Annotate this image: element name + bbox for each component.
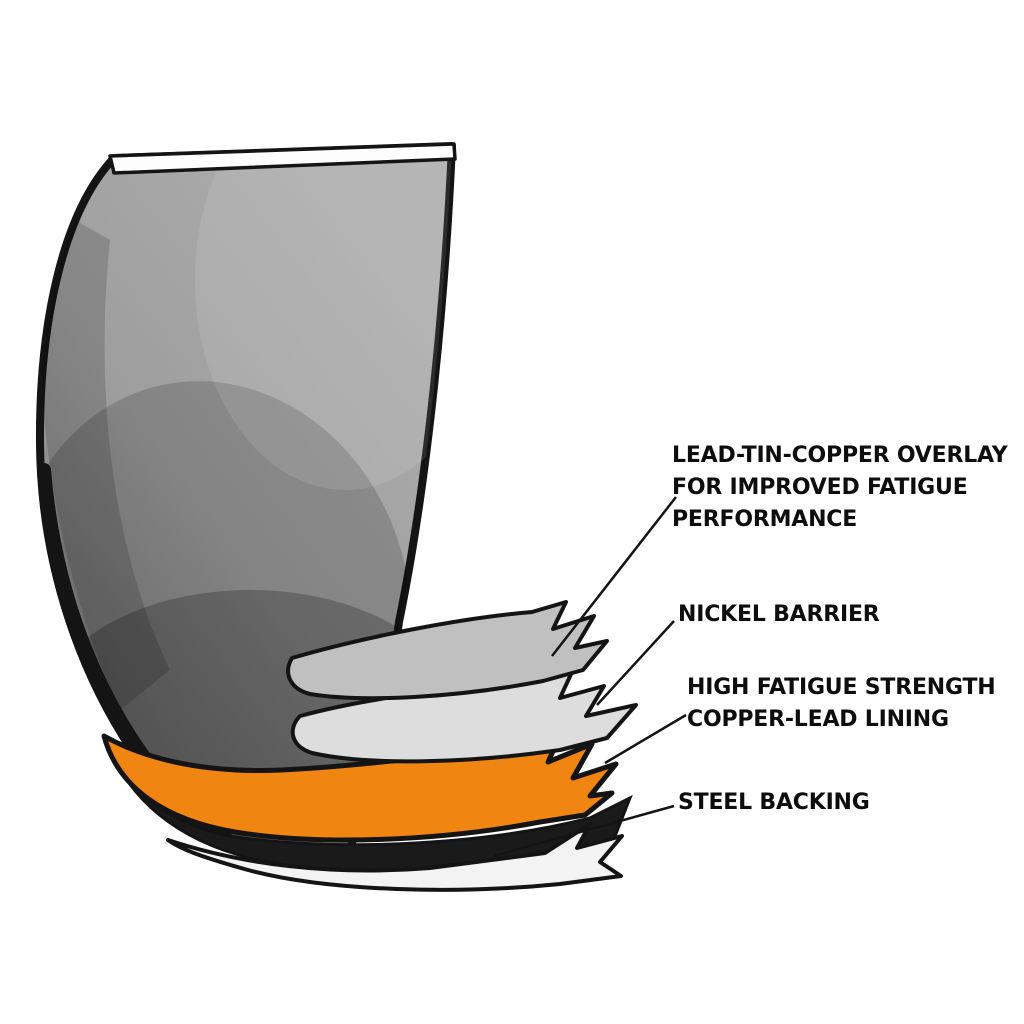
leader-line-overlay (551, 496, 677, 657)
copper-lead-lining-layer (101, 733, 619, 843)
leader-line-copper-lead (604, 713, 687, 765)
layer-shadow (104, 739, 633, 877)
label-lead-tin-copper-overlay: LEAD-TIN-COPPER OVERLAY FOR IMPROVED FAT… (672, 443, 1008, 532)
label-nickel-barrier: NICKEL BARRIER (678, 602, 880, 627)
shell-top-edge-strip (108, 142, 457, 175)
label-steel-backing: STEEL BACKING (678, 790, 870, 815)
steel-backing-layer (166, 822, 624, 892)
leader-line-steel (493, 804, 675, 858)
leader-line-nickel (596, 620, 675, 706)
label-copper-lead-lining: HIGH FATIGUE STRENGTH COPPER-LEAD LINING (687, 675, 996, 732)
overlay-layer (286, 600, 609, 701)
